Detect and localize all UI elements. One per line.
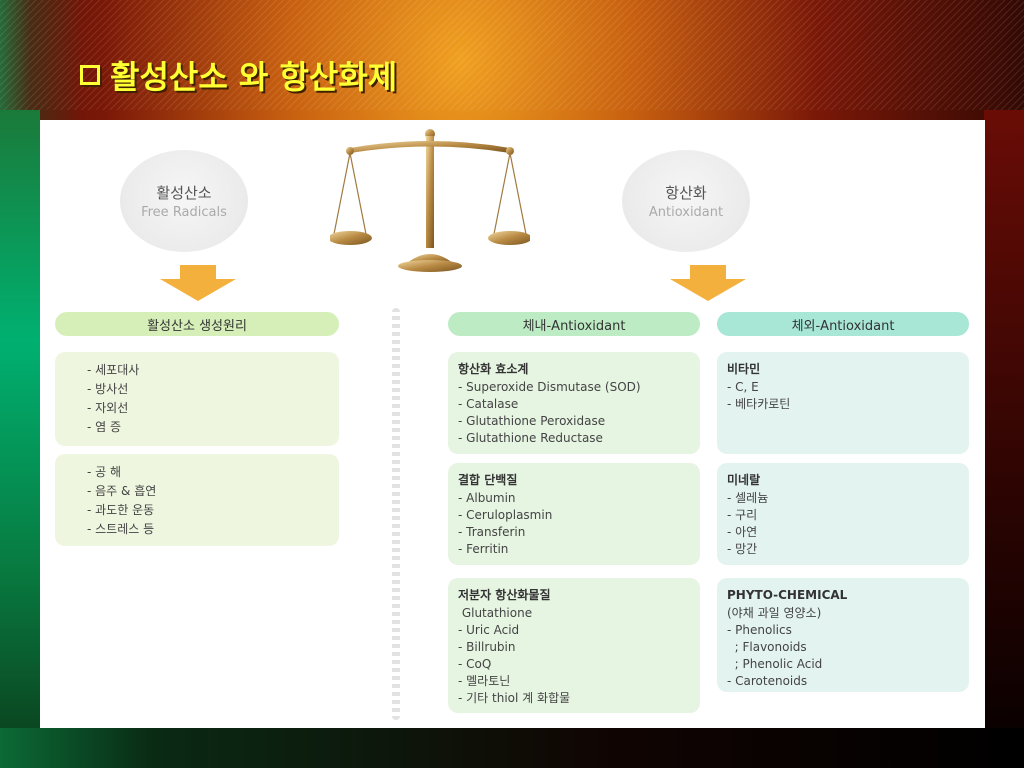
box-heading: 항산화 효소계 — [458, 362, 529, 376]
slide-title: 활성산소 와 항산화제 — [80, 52, 397, 98]
free-radicals-circle: 활성산소 Free Radicals — [120, 150, 248, 252]
list-item: - Transferin — [458, 525, 526, 539]
list-item: - Ceruloplasmin — [458, 508, 553, 522]
list-item: - 기타 thiol 계 화합물 — [458, 691, 571, 705]
left-down-arrow-icon — [160, 265, 236, 301]
list-item: - 망간 — [727, 542, 758, 556]
checkbox-bullet-icon — [80, 65, 100, 85]
list-item: - 세포대사 — [87, 363, 140, 377]
list-item: - 음주 & 흡연 — [87, 484, 157, 498]
antioxidant-ko: 항산화 — [665, 184, 707, 202]
list-item: - Carotenoids — [727, 674, 808, 688]
box-heading: 비타민 — [727, 362, 761, 376]
list-item: - Glutathione Reductase — [458, 431, 603, 445]
free-radical-origin-label: 활성산소 생성원리 — [147, 318, 247, 334]
list-item: - 스트레스 등 — [87, 522, 155, 536]
free-radicals-en: Free Radicals — [141, 205, 227, 220]
list-item: - Albumin — [458, 491, 516, 505]
right-down-arrow-icon — [670, 265, 746, 301]
content-panel: 활성산소 Free Radicals 항산화 Antioxidant 활성산소 … — [40, 120, 985, 728]
list-item: - Uric Acid — [458, 623, 520, 637]
free-radical-origin-header: 활성산소 생성원리 — [55, 312, 339, 336]
list-item: - Glutathione Peroxidase — [458, 414, 606, 428]
balance-scale-icon — [330, 129, 530, 272]
list-item: ; Phenolic Acid — [727, 657, 823, 671]
list-item: ; Flavonoids — [727, 640, 807, 654]
low-molecular-antioxidants-box: 저분자 항산화물질 Glutathione - Uric Acid - Bill… — [448, 578, 700, 713]
bottom-dark-band — [0, 728, 1024, 768]
list-item: - Phenolics — [727, 623, 792, 637]
box-heading: 결합 단백질 — [458, 473, 518, 487]
list-item: Glutathione — [458, 606, 533, 620]
list-item: - C, E — [727, 380, 759, 394]
list-item: - 과도한 운동 — [87, 503, 155, 517]
external-antioxidant-header: 체외-Antioxidant — [717, 312, 969, 336]
list-item: - Catalase — [458, 397, 519, 411]
list-item: - 방사선 — [87, 382, 129, 396]
list-item: - 아연 — [727, 525, 758, 539]
internal-antioxidant-label: 체내-Antioxidant — [522, 318, 626, 334]
list-item: - Ferritin — [458, 542, 509, 556]
header-stripes — [0, 0, 1024, 110]
slide-title-text: 활성산소 와 항산화제 — [110, 58, 398, 96]
box-heading: 미네랄 — [727, 473, 761, 487]
left-green-band — [0, 110, 40, 768]
free-radicals-ko: 활성산소 — [156, 184, 212, 202]
list-item: - 구리 — [727, 508, 758, 522]
free-radical-internal-causes: - 세포대사 - 방사선 - 자외선 - 염 증 — [55, 352, 339, 446]
antioxidant-en: Antioxidant — [648, 205, 724, 220]
box-heading: 저분자 항산화물질 — [458, 588, 551, 602]
list-item: - 자외선 — [87, 401, 129, 415]
list-item: - Billrubin — [458, 640, 516, 654]
antioxidant-enzymes-box: 항산화 효소계 - Superoxide Dismutase (SOD) - C… — [448, 352, 700, 454]
internal-antioxidant-header: 체내-Antioxidant — [448, 312, 700, 336]
phytochemical-box: PHYTO-CHEMICAL (야채 과일 영양소) - Phenolics ;… — [717, 578, 969, 692]
binding-proteins-box: 결합 단백질 - Albumin - Ceruloplasmin - Trans… — [448, 463, 700, 565]
list-item: - 베타카로틴 — [727, 397, 791, 411]
list-item: - 셀레늄 — [727, 491, 769, 505]
list-item: (야채 과일 영양소) — [727, 606, 822, 620]
list-item: - 공 해 — [87, 465, 122, 479]
right-dark-band — [984, 110, 1024, 768]
list-item: - CoQ — [458, 657, 492, 671]
antioxidant-circle: 항산화 Antioxidant — [622, 150, 750, 252]
external-antioxidant-label: 체외-Antioxidant — [791, 318, 895, 334]
list-item: - 염 증 — [87, 420, 122, 434]
free-radical-external-causes: - 공 해 - 음주 & 흡연 - 과도한 운동 - 스트레스 등 — [55, 454, 339, 546]
minerals-box: 미네랄 - 셀레늄 - 구리 - 아연 - 망간 — [717, 463, 969, 565]
dotted-divider — [392, 308, 400, 720]
box-heading: PHYTO-CHEMICAL — [727, 588, 848, 602]
list-item: - Superoxide Dismutase (SOD) — [458, 380, 641, 394]
vitamins-box: 비타민 - C, E - 베타카로틴 — [717, 352, 969, 454]
list-item: - 멜라토닌 — [458, 674, 511, 688]
